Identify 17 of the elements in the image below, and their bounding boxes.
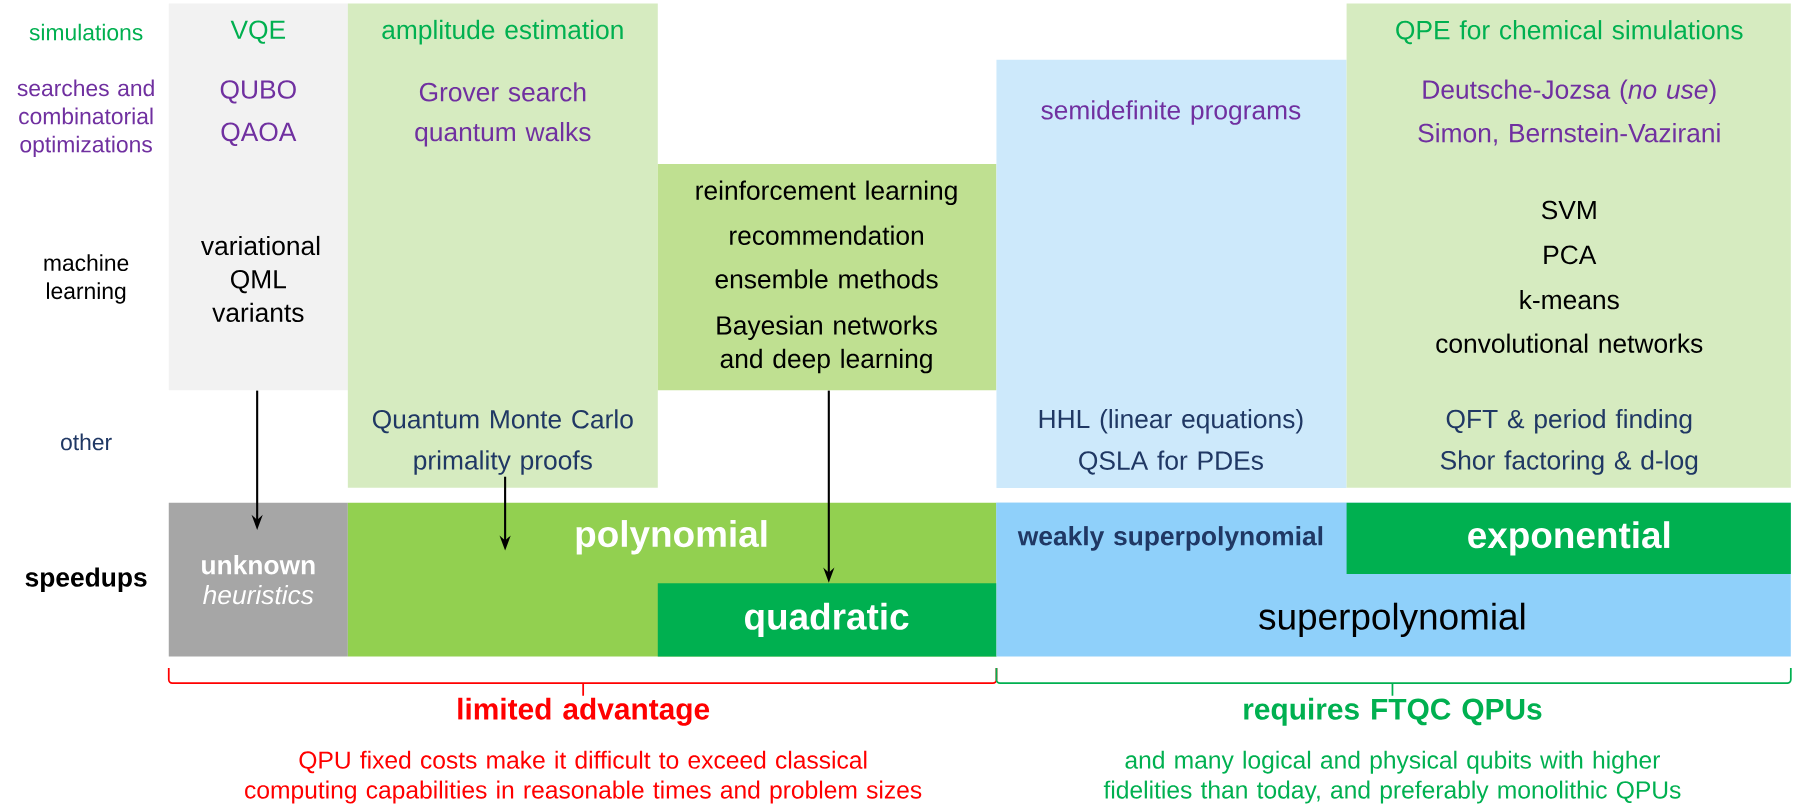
row-label: other [61, 433, 112, 451]
column-band: amplitude estimation Grover search quantum walks Quantum Monte Carlo primality proofs [347, 3, 658, 489]
speedup-box: weakly superpolynomial [996, 503, 1347, 580]
category-box: reinforcement learning recommendation ensemble methods Bayesian networks and deep learning [657, 164, 997, 391]
node-label: weakly superpolynomial [1017, 526, 1323, 551]
speedup-box: quadratic [657, 583, 997, 657]
speedup-box: exponential [1346, 503, 1791, 575]
column-band: semidefinite programs HHL (linear equations) QSLA for PDEs [996, 59, 1347, 489]
group-title: requires FTQC QPUs [1244, 698, 1542, 726]
row-label: machine learning [44, 254, 129, 304]
group-note: QPU fixed costs make it difficult to exceed classical computing capabilities in reasonable times and problem sizes [245, 750, 922, 804]
speedup-box: unknown heuristics [168, 502, 348, 657]
column-band: QPE for chemical simulations Deutsche-Jozsa (no use) Simon, Bernstein-Vazirani SVM PCA k-means convolutional networks QFT & period finding Shor factoring & d-log [1346, 3, 1791, 489]
group-title: limited advantage [458, 697, 710, 726]
column-band: VQE QUBO QAOA variational QML variants [168, 3, 348, 391]
group-note: and many logical and physical qubits with higher fidelities than today, and preferably monolithic QPUs [1103, 750, 1681, 804]
row-label: simulations [29, 23, 143, 41]
